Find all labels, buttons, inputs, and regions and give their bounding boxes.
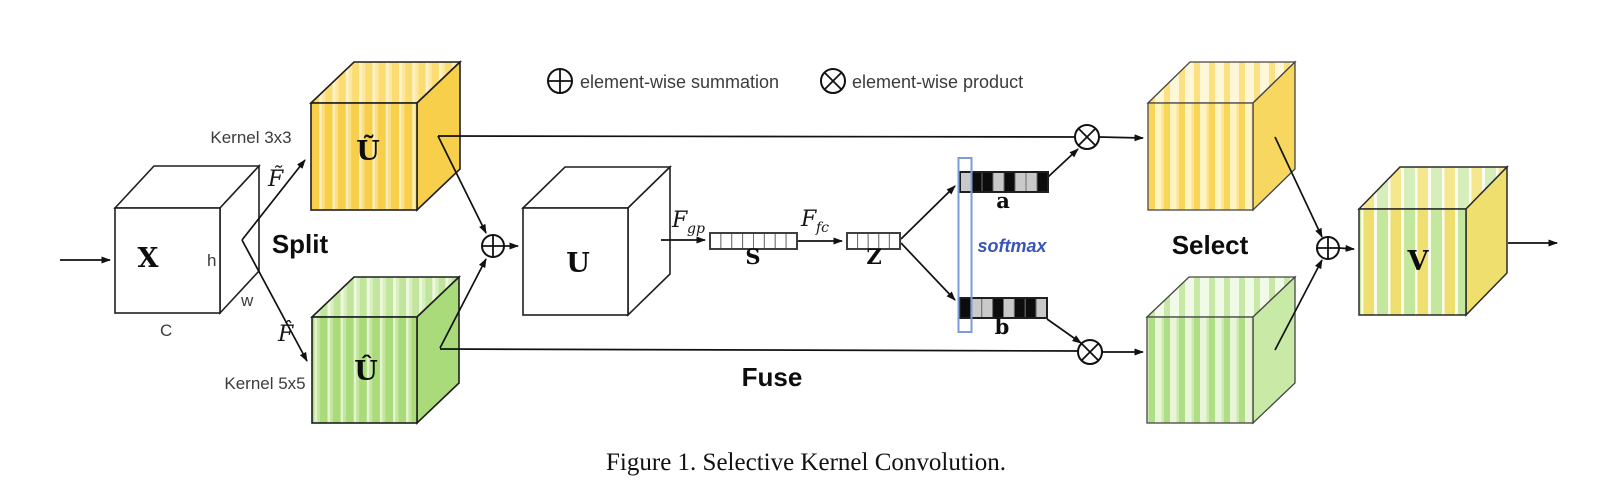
vector-cell — [1024, 297, 1037, 319]
u-tilde-cube — [309, 60, 462, 212]
fuse-stage-label: Fuse — [742, 362, 803, 392]
vector-cell — [888, 232, 901, 250]
vector-cell — [709, 232, 722, 250]
top-product-icon — [1074, 124, 1100, 150]
vector-cell — [1035, 297, 1048, 319]
vector-cell — [731, 232, 744, 250]
transform-tilde-label: F̃ — [267, 166, 284, 192]
legend-product-icon — [820, 68, 846, 94]
product-to-yellow-arrow — [1098, 134, 1144, 142]
width-dim-label: w — [240, 291, 254, 310]
vector-cell — [1025, 171, 1038, 193]
vector-cell — [1036, 171, 1049, 193]
selected-green-cube — [1145, 275, 1297, 425]
split-arrow-top — [241, 159, 306, 241]
z-to-a-arrow — [900, 185, 956, 240]
u-hat-cube — [310, 275, 461, 425]
fc-operator-subscript: fc — [815, 220, 829, 236]
u-tilde-label: Ũ — [356, 133, 380, 167]
utilde-to-sum-arrow — [437, 135, 487, 234]
fused-u-label: U — [566, 248, 590, 279]
selected-yellow-cube — [1146, 60, 1297, 212]
sum-to-v-arrow — [1338, 244, 1355, 252]
vector-cell — [970, 297, 983, 319]
select-stage-label: Select — [1172, 230, 1249, 260]
vector-cell — [1013, 297, 1026, 319]
output-v-label: V — [1407, 246, 1430, 277]
kernel-5x5-label: Kernel 5x5 — [224, 374, 305, 393]
vector-cell — [981, 297, 994, 319]
softmax-label: softmax — [977, 236, 1047, 256]
bottom-product-icon — [1077, 339, 1103, 365]
fc-operator-label: F — [800, 207, 817, 232]
figure-caption: Figure 1. Selective Kernel Convolution. — [606, 449, 1006, 476]
split-arrow-bottom — [241, 239, 308, 362]
u-hat-label: Û — [354, 353, 378, 387]
gp-operator-label: F — [671, 208, 688, 233]
uhat-skip-line — [439, 348, 1079, 352]
vector-border — [846, 232, 901, 250]
legend-summation-icon — [547, 68, 573, 94]
channels-dim-label: C — [160, 321, 172, 340]
z-to-b-arrow — [900, 242, 956, 301]
z-vector — [846, 232, 901, 250]
yellow-to-sum-arrow — [1274, 136, 1323, 238]
kernel-3x3-label: Kernel 3x3 — [210, 128, 291, 147]
vector-cell — [846, 232, 859, 250]
legend-product-label: element-wise product — [852, 72, 1023, 92]
b-to-product-arrow — [1046, 318, 1082, 344]
flow-edges — [60, 134, 1558, 362]
vector-cell — [970, 171, 983, 193]
softmax-box — [957, 157, 973, 333]
vector-cell — [785, 232, 798, 250]
select-summation-icon — [1316, 236, 1340, 260]
s-vector-label: S — [745, 244, 760, 269]
vector-border — [959, 171, 1049, 193]
a-vector-label: a — [996, 188, 1010, 213]
b-vector-label: b — [995, 314, 1010, 339]
uhat-to-sum-arrow — [439, 258, 487, 349]
b-vector — [959, 297, 1048, 319]
transform-hat-label: F̂ — [277, 321, 294, 347]
s-vector — [709, 232, 798, 250]
vector-cell — [763, 232, 776, 250]
vector-border — [959, 297, 1048, 319]
fuse-summation-icon — [481, 234, 505, 258]
legend-summation-label: element-wise summation — [580, 72, 779, 92]
input-cube — [113, 163, 261, 316]
gp-operator-subscript: gp — [687, 221, 705, 237]
vector-border — [709, 232, 798, 250]
a-to-product-arrow — [1047, 148, 1079, 178]
vector-cell — [981, 171, 994, 193]
fused-u-cube — [521, 165, 672, 317]
split-stage-label: Split — [272, 229, 329, 259]
vector-cell — [774, 232, 787, 250]
a-vector — [959, 171, 1049, 193]
vector-cell — [720, 232, 733, 250]
z-vector-label: Z — [866, 244, 881, 269]
utilde-skip-line — [437, 135, 1076, 138]
green-to-sum-arrow — [1274, 259, 1323, 351]
vector-cell — [1014, 171, 1027, 193]
height-dim-label: h — [207, 251, 216, 270]
output-v-cube — [1357, 165, 1509, 317]
vector-cell — [959, 297, 972, 319]
vector-cell — [959, 171, 972, 193]
input-tensor-label: X — [138, 243, 159, 274]
